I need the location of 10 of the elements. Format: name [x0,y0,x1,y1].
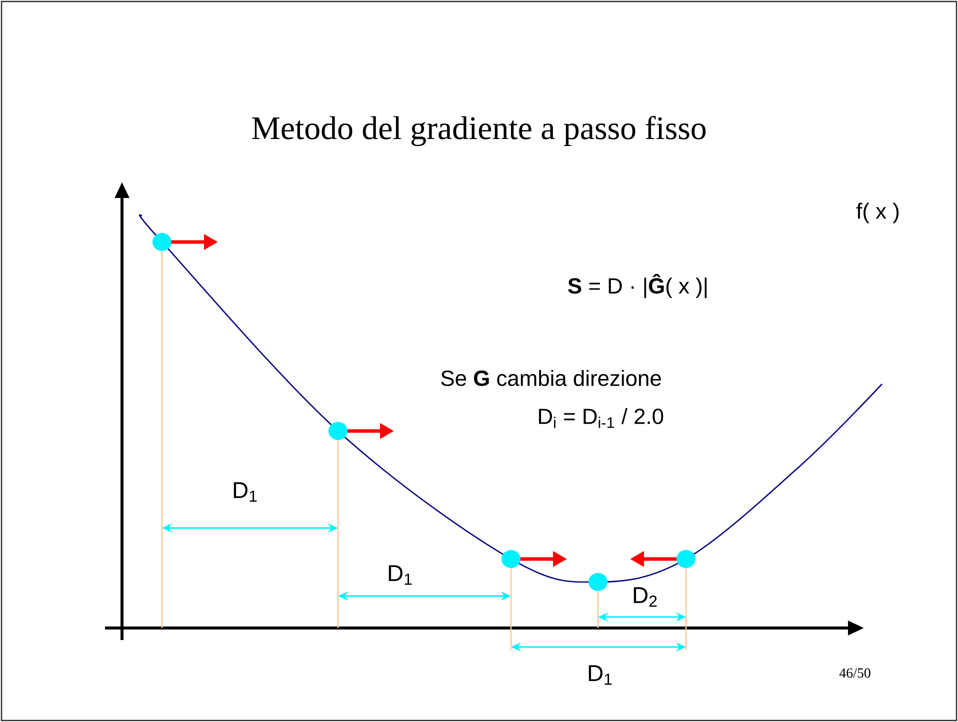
note-text: Se G cambia direzione [441,370,661,386]
dimension-label: D$_{1}$ [588,665,612,685]
axis-label: f( x ) [856,202,899,224]
formula: S = D · |Ĝ( x )| [568,274,707,298]
slide-title: Metodo del gradiente a passo fisso [252,116,706,146]
dimension-label: D$_{1}$ [234,482,257,502]
formula: D$_{i}$ = D$_{i-1}$ / 2.0 [539,408,664,428]
dimension-label: D$_{2}$ [634,587,657,607]
dimension-label: D$_{1}$ [388,565,412,585]
page-number: 46/50 [839,668,870,678]
